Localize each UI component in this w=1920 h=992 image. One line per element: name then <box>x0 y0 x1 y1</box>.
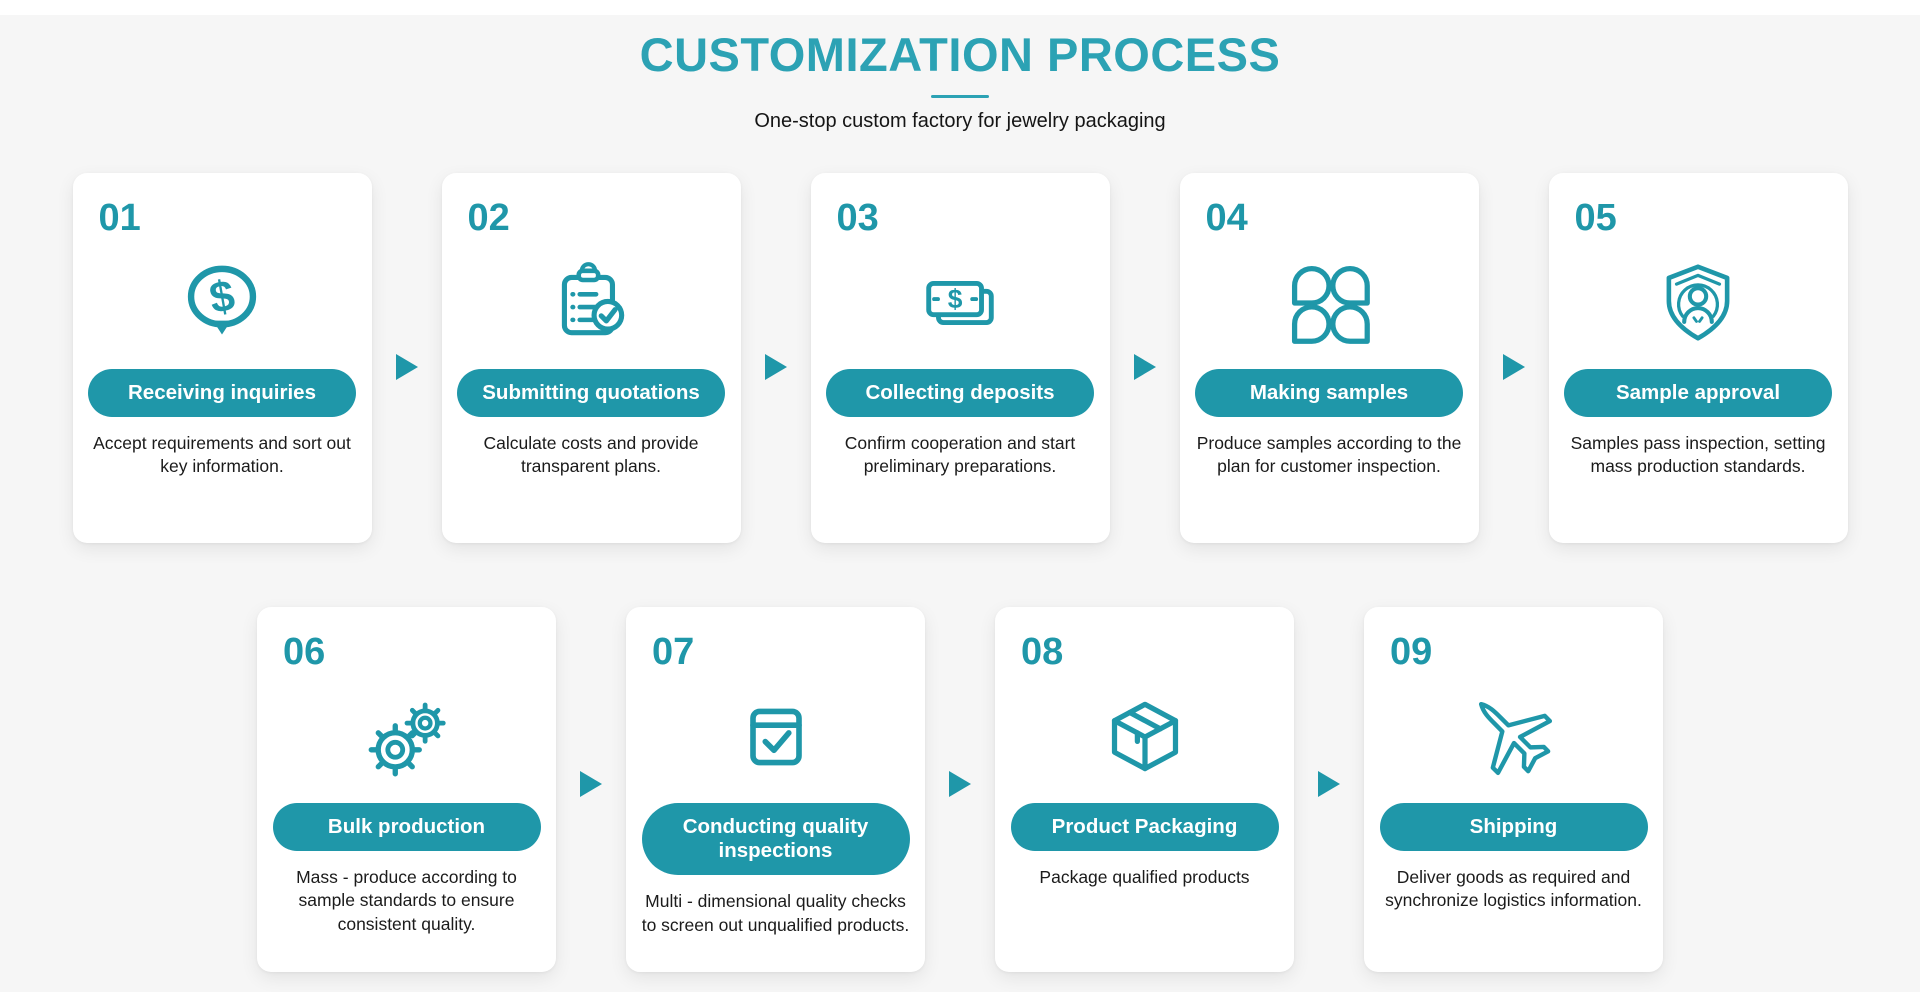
step-label-pill: Receiving inquiries <box>88 369 356 418</box>
quotation-clipboard-icon <box>545 237 637 369</box>
title-divider <box>931 95 989 98</box>
step-description: Multi - dimensional quality checks to sc… <box>641 891 910 935</box>
step-number: 06 <box>283 631 326 673</box>
step-description: Samples pass inspection, setting mass pr… <box>1570 433 1826 477</box>
step-number: 09 <box>1390 631 1433 673</box>
gears-icon <box>357 671 457 803</box>
top-white-strip <box>0 0 1920 15</box>
process-row-2: 06 Bulk production Mass - produce accord… <box>0 607 1920 972</box>
arrow-right-icon <box>949 771 971 797</box>
arrow-right-icon <box>1502 354 1525 380</box>
process-step-card: 05 Sample approval Samples pass inspecti… <box>1548 173 1848 543</box>
step-description: Accept requirements and sort out key inf… <box>93 433 351 477</box>
process-row-1: 01 $ Receiving inquiries Accept requirem… <box>0 173 1920 543</box>
page-subtitle: One-stop custom factory for jewelry pack… <box>754 110 1166 132</box>
arrow-right-icon <box>1133 354 1156 380</box>
step-label-pill: Submitting quotations <box>457 369 725 418</box>
step-description: Mass - produce according to sample stand… <box>296 867 517 934</box>
sample-petals-icon <box>1286 237 1372 369</box>
step-number: 05 <box>1574 197 1617 239</box>
arrow-right-icon <box>395 354 418 380</box>
step-description: Confirm cooperation and start preliminar… <box>844 433 1076 477</box>
step-number: 08 <box>1021 631 1064 673</box>
svg-text:$: $ <box>206 271 238 323</box>
arrow-right-icon <box>580 771 602 797</box>
shield-user-icon <box>1652 237 1744 369</box>
step-description: Deliver goods as required and synchroniz… <box>1385 867 1642 911</box>
dollar-chat-icon: $ <box>174 237 270 369</box>
step-number: 02 <box>467 197 510 239</box>
process-step-card: 03 $ Collecting deposits Confirm coopera… <box>810 173 1110 543</box>
step-connector <box>741 354 811 380</box>
step-number: 07 <box>652 631 695 673</box>
step-connector <box>1294 771 1364 797</box>
process-step-card: 07 Conducting quality inspections Multi … <box>626 607 925 972</box>
deposit-banknote-icon: $ <box>909 237 1011 369</box>
process-step-card: 09 Shipping Deliver goods as required an… <box>1364 607 1663 972</box>
step-label-pill: Bulk production <box>272 803 541 852</box>
step-connector <box>1110 354 1180 380</box>
arrow-right-icon <box>1318 771 1340 797</box>
svg-text:$: $ <box>948 284 963 314</box>
quality-check-icon <box>730 671 822 803</box>
step-description: Produce samples according to the plan fo… <box>1196 433 1462 477</box>
step-connector <box>372 354 442 380</box>
step-number: 03 <box>836 197 879 239</box>
step-number: 01 <box>98 197 141 239</box>
airplane-icon <box>1459 671 1569 803</box>
package-box-icon <box>1095 671 1195 803</box>
section-header: CUSTOMIZATION PROCESS One-stop custom fa… <box>0 15 1920 133</box>
step-label-pill: Making samples <box>1195 369 1463 418</box>
page-title: CUSTOMIZATION PROCESS <box>639 28 1281 81</box>
step-label-pill: Conducting quality inspections <box>641 803 910 876</box>
process-step-card: 08 Product Packaging Package qualified p… <box>995 607 1294 972</box>
step-label-pill: Shipping <box>1379 803 1648 852</box>
process-step-card: 06 Bulk production Mass - produce accord… <box>257 607 556 972</box>
step-connector <box>556 771 626 797</box>
customization-process-section: CUSTOMIZATION PROCESS One-stop custom fa… <box>0 0 1920 972</box>
step-description: Calculate costs and provide transparent … <box>483 433 699 477</box>
step-connector <box>925 771 995 797</box>
step-description: Package qualified products <box>1039 867 1250 888</box>
step-number: 04 <box>1205 197 1248 239</box>
step-label-pill: Collecting deposits <box>826 369 1094 418</box>
arrow-right-icon <box>764 354 787 380</box>
process-step-card: 04 Making samples Produce samples accord… <box>1179 173 1479 543</box>
step-connector <box>1479 354 1549 380</box>
step-label-pill: Sample approval <box>1564 369 1832 418</box>
process-step-card: 02 Submitting quotations Calculate costs… <box>441 173 741 543</box>
step-label-pill: Product Packaging <box>1010 803 1279 852</box>
process-step-card: 01 $ Receiving inquiries Accept requirem… <box>72 173 372 543</box>
